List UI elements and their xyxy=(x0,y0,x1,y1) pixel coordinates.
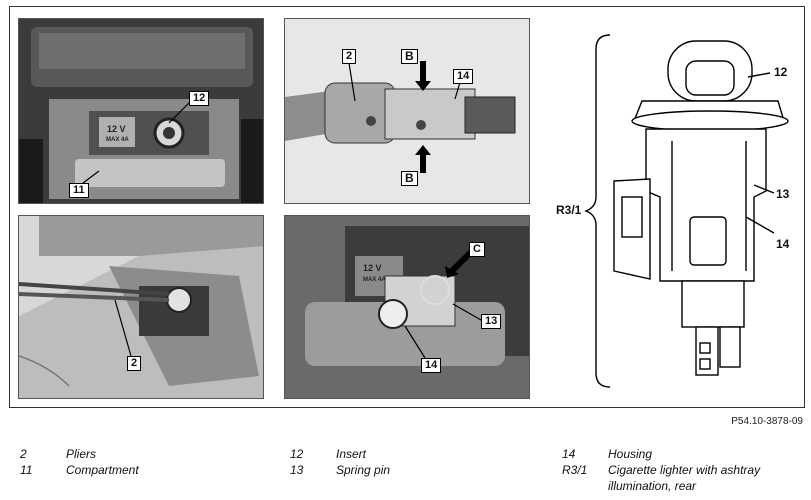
legend-text: Insert xyxy=(336,447,367,461)
lighter-drawing-graphic xyxy=(584,34,789,388)
photo-lighter-socket: 12 V MAX 4A C 13 14 xyxy=(284,215,530,399)
legend-number: 11 xyxy=(20,463,33,477)
photo-insert-pressing: 2 B 14 B xyxy=(284,18,530,204)
figure-code: P54.10-3878-09 xyxy=(731,416,803,427)
figure-frame: 12 V MAX 4A 12 11 2 xyxy=(9,6,805,408)
callout-b-bottom: B xyxy=(401,171,418,186)
legend-number: 14 xyxy=(562,447,576,461)
legend-number: 13 xyxy=(290,463,304,477)
legend-item: R3/1 Cigarette lighter with ashtray illum… xyxy=(562,462,808,494)
drawing-callout-12: 12 xyxy=(774,65,788,79)
legend-item: 13 Spring pin xyxy=(290,462,390,478)
legend-item: 14 Housing xyxy=(562,446,808,462)
callout-13: 13 xyxy=(481,314,502,329)
legend-text: Spring pin xyxy=(336,463,391,477)
legend-column-3: 14 Housing R3/1 Cigarette lighter with ash… xyxy=(562,446,808,494)
callout-2-top: 2 xyxy=(342,49,357,64)
legend-text: Compartment xyxy=(66,463,139,477)
socket-label-2: 12 V xyxy=(363,263,382,273)
photo-pliers-removal: 2 xyxy=(18,215,264,399)
socket-sublabel-2: MAX 4A xyxy=(363,277,386,283)
legend-item: 12 Insert xyxy=(290,446,390,462)
legend-number: R3/1 xyxy=(562,463,588,477)
socket-label: 12 V xyxy=(107,124,126,134)
callout-b-top: B xyxy=(401,49,418,64)
callout-14: 14 xyxy=(421,358,442,373)
drawing-callout-13: 13 xyxy=(776,187,790,201)
photo-socket-graphic xyxy=(285,216,529,398)
legend-text: Cigarette lighter with ashtray illuminat… xyxy=(608,463,761,493)
legend-number: 2 xyxy=(20,447,27,461)
legend-column-1: 2 Pliers 11 Compartment xyxy=(20,446,139,478)
assembly-label: R3/1 xyxy=(556,203,582,217)
legend-column-2: 12 Insert 13 Spring pin xyxy=(290,446,390,478)
photo-compartment: 12 V MAX 4A 12 11 xyxy=(18,18,264,204)
photo-pliers-graphic xyxy=(19,216,263,398)
legend-text: Housing xyxy=(608,447,653,461)
legend-item: 11 Compartment xyxy=(20,462,139,478)
callout-14-top: 14 xyxy=(453,69,474,84)
photo-compartment-graphic xyxy=(19,19,263,203)
legend-item: 2 Pliers xyxy=(20,446,139,462)
callout-11: 11 xyxy=(69,183,89,198)
exploded-drawing: R3/1 12 13 14 xyxy=(556,21,800,401)
socket-sublabel: MAX 4A xyxy=(106,137,129,143)
callout-2: 2 xyxy=(127,356,142,371)
legend-text: Pliers xyxy=(66,447,97,461)
drawing-callout-14: 14 xyxy=(776,237,790,251)
legend-number: 12 xyxy=(290,447,304,461)
callout-c: C xyxy=(469,242,485,257)
callout-12: 12 xyxy=(189,91,210,106)
